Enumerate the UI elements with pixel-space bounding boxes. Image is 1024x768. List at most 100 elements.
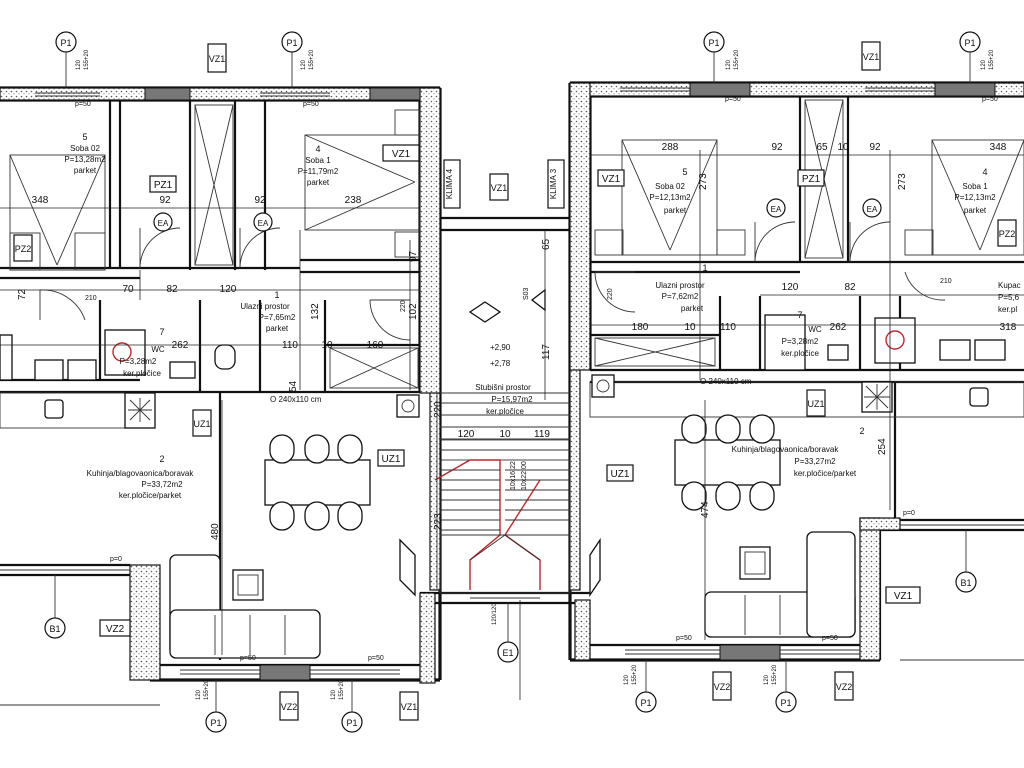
element-tags: PZ1 VZ1 PZ2 VZ1 UZ1 UZ1 UZ1 VZ2 VZ2 VZ1 … xyxy=(13,41,1017,721)
svg-text:160: 160 xyxy=(367,340,384,351)
svg-text:318: 318 xyxy=(1000,322,1017,333)
tag-klima4[interactable]: KLIMA 4 xyxy=(443,159,461,209)
svg-text:4: 4 xyxy=(982,167,987,177)
svg-text:p=50: p=50 xyxy=(822,635,838,642)
svg-text:5: 5 xyxy=(682,167,687,177)
tag-uz1-stair-left[interactable]: UZ1 xyxy=(377,449,405,467)
svg-text:273: 273 xyxy=(698,173,709,190)
svg-text:VZ2: VZ2 xyxy=(106,624,125,635)
svg-text:Kuhinja/blagovaonica/boravak: Kuhinja/blagovaonica/boravak xyxy=(87,469,195,478)
room-right-ulazni: 1 Ulazni prostor P=7,62m2 parket xyxy=(655,263,707,313)
tag-pz1-right[interactable]: PZ1 xyxy=(797,169,825,187)
axis-p1-top-right-a: P1 xyxy=(703,31,725,83)
tag-uz1-right[interactable]: UZ1 xyxy=(806,389,826,417)
tag-klima3[interactable]: KLIMA 3 xyxy=(547,159,565,209)
svg-text:P1: P1 xyxy=(210,718,221,728)
wall-hatching xyxy=(0,82,1024,684)
tag-vz2-left[interactable]: VZ2 xyxy=(99,619,131,637)
svg-text:220: 220 xyxy=(433,401,444,418)
svg-text:65: 65 xyxy=(541,238,552,250)
svg-text:VZ1: VZ1 xyxy=(392,149,411,160)
tag-vz1-left-top2[interactable]: VZ1 xyxy=(207,43,227,73)
tag-vz2-right-bottom2[interactable]: VZ2 xyxy=(834,671,854,701)
tag-vz1-bottom-left[interactable]: VZ1 xyxy=(399,691,419,721)
svg-text:PZ2: PZ2 xyxy=(999,229,1016,239)
tag-ea-left-2[interactable]: EA xyxy=(253,212,273,232)
svg-text:P1: P1 xyxy=(640,698,651,708)
svg-text:155+20: 155+20 xyxy=(632,664,638,685)
axis-p1-bottom-d: P1 xyxy=(775,660,797,713)
svg-text:110: 110 xyxy=(720,322,736,333)
tag-vz1-stair[interactable]: VZ1 xyxy=(489,173,509,201)
room-left-ulazni: 1 Ulazni prostor P=7,65m2 parket xyxy=(240,290,296,333)
svg-text:54: 54 xyxy=(288,380,299,392)
svg-text:+2,78: +2,78 xyxy=(490,359,511,368)
svg-text:288: 288 xyxy=(662,142,679,153)
tag-vz1-right-top[interactable]: VZ1 xyxy=(597,169,625,187)
svg-text:P=12,13m2: P=12,13m2 xyxy=(649,193,691,202)
tag-ea-right-2[interactable]: EA xyxy=(862,198,882,218)
svg-text:VZ2: VZ2 xyxy=(281,702,298,712)
tag-ea-left-1[interactable]: EA xyxy=(153,212,173,232)
svg-text:UZ1: UZ1 xyxy=(611,469,630,480)
svg-text:220: 220 xyxy=(400,300,407,312)
svg-text:p=50: p=50 xyxy=(75,101,91,108)
tag-vz2-bottom[interactable]: VZ2 xyxy=(279,691,299,721)
tag-vz1-left-top[interactable]: VZ1 xyxy=(382,144,420,162)
svg-text:5: 5 xyxy=(82,132,87,142)
svg-text:70: 70 xyxy=(122,284,134,295)
svg-text:Soba 02: Soba 02 xyxy=(655,182,685,191)
tag-pz2-right[interactable]: PZ2 xyxy=(997,219,1017,247)
svg-text:p=0: p=0 xyxy=(903,510,915,517)
tag-uz1-stair-right[interactable]: UZ1 xyxy=(606,464,634,482)
tag-vz1-right-mid[interactable]: VZ1 xyxy=(885,586,921,604)
svg-text:Kuhinja/blagovaonica/boravak: Kuhinja/blagovaonica/boravak xyxy=(732,445,840,454)
svg-text:O 240x110 cm: O 240x110 cm xyxy=(700,377,752,386)
tag-ea-right-1[interactable]: EA xyxy=(766,198,786,218)
room-right-kitchen: 2 Kuhinja/blagovaonica/boravak P=33,27m2… xyxy=(732,426,865,478)
room-right-kupaonica: Kupac P=5,6 ker.pl xyxy=(998,281,1021,314)
room-labels: 5 Soba 02 P=13,28m2 parket 4 Soba 1 P=11… xyxy=(64,132,1020,500)
svg-text:262: 262 xyxy=(172,340,189,351)
beds xyxy=(9,109,1024,271)
svg-text:Kupac: Kupac xyxy=(998,281,1021,290)
svg-text:2: 2 xyxy=(859,426,864,436)
svg-text:120: 120 xyxy=(196,689,202,700)
svg-text:P1: P1 xyxy=(286,38,297,48)
tag-vz2-right-bottom[interactable]: VZ2 xyxy=(712,671,732,701)
svg-text:KLIMA 3: KLIMA 3 xyxy=(549,168,558,199)
svg-text:119: 119 xyxy=(534,429,550,440)
svg-text:155+20: 155+20 xyxy=(84,49,90,70)
windows xyxy=(0,87,1024,675)
svg-text:parket: parket xyxy=(307,178,330,187)
svg-text:254: 254 xyxy=(877,438,888,455)
svg-text:220: 220 xyxy=(607,288,614,300)
svg-text:UZ1: UZ1 xyxy=(193,419,210,429)
tag-vz1-right-top2[interactable]: VZ1 xyxy=(861,41,881,71)
svg-text:155+20: 155+20 xyxy=(204,679,210,700)
tag-pz1-left[interactable]: PZ1 xyxy=(149,175,177,193)
svg-text:Soba 1: Soba 1 xyxy=(962,182,988,191)
svg-text:10x22.00: 10x22.00 xyxy=(521,461,528,490)
svg-text:82: 82 xyxy=(166,284,178,295)
tag-uz1-left[interactable]: UZ1 xyxy=(192,409,212,437)
svg-text:262: 262 xyxy=(830,322,847,333)
svg-text:120: 120 xyxy=(331,689,337,700)
svg-text:E1: E1 xyxy=(502,648,513,658)
svg-text:ker.pločice: ker.pločice xyxy=(486,407,524,416)
svg-text:p=50: p=50 xyxy=(303,101,319,108)
svg-text:155+20: 155+20 xyxy=(734,49,740,70)
tag-pz2-left[interactable]: PZ2 xyxy=(13,234,33,262)
sofas xyxy=(169,531,856,659)
svg-text:KLIMA 4: KLIMA 4 xyxy=(445,168,454,199)
tag-s03[interactable]: S03 xyxy=(523,287,530,300)
axis-b1-right: B1 xyxy=(955,530,977,593)
svg-text:1: 1 xyxy=(274,290,279,300)
axis-p1-bottom-a: P1 xyxy=(205,680,227,733)
svg-text:p=50: p=50 xyxy=(982,96,998,103)
svg-text:EA: EA xyxy=(258,219,269,228)
svg-text:P=7,62m2: P=7,62m2 xyxy=(662,292,699,301)
svg-text:ker.pločice/parket: ker.pločice/parket xyxy=(794,469,857,478)
svg-text:ker.pl: ker.pl xyxy=(998,305,1017,314)
axis-b1-left: B1 xyxy=(44,575,66,639)
